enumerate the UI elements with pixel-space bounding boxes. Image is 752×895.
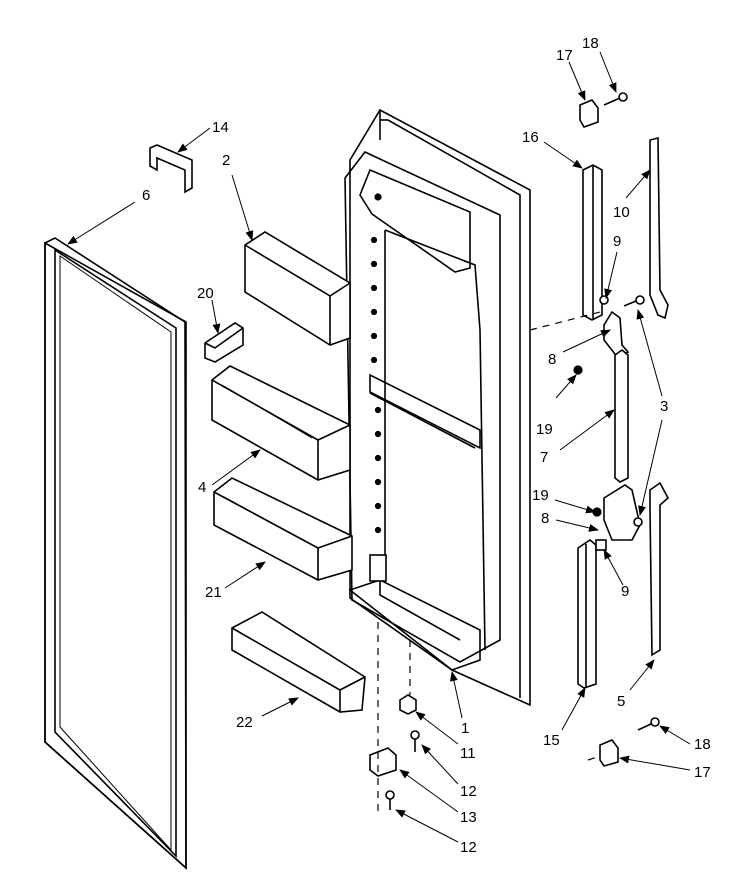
alignment-lines xyxy=(377,311,601,815)
door-gasket-part-6 xyxy=(44,237,187,870)
leader-arrows xyxy=(67,51,691,843)
trim-part-15 xyxy=(577,539,597,689)
screw-part-9-upper xyxy=(599,295,609,305)
callout-13: 13 xyxy=(460,809,477,826)
callout-2: 2 xyxy=(222,152,230,169)
clip-part-20 xyxy=(204,322,244,363)
callout-10: 10 xyxy=(613,204,630,221)
screw-part-12-lower xyxy=(385,790,395,810)
trim-part-7 xyxy=(614,348,629,483)
callout-18-bottom: 18 xyxy=(694,736,711,753)
callout-22: 22 xyxy=(236,714,253,731)
callout-16: 16 xyxy=(522,129,539,146)
callout-19-lower: 19 xyxy=(532,487,549,504)
callout-12-lower: 12 xyxy=(460,839,477,856)
door-bin-part-21 xyxy=(213,477,353,581)
hinge-part-13 xyxy=(369,747,397,777)
shelf-cover-part-2 xyxy=(244,231,351,346)
callout-4: 4 xyxy=(198,479,206,496)
callout-6: 6 xyxy=(142,187,150,204)
callout-20: 20 xyxy=(197,285,214,302)
hinge-cap-part-17-top xyxy=(579,99,599,128)
hinge-pin-part-11 xyxy=(399,694,417,715)
shelf-mount-holes xyxy=(370,236,382,534)
callout-9-lower: 9 xyxy=(621,583,629,600)
screw-part-12-upper xyxy=(410,730,420,752)
callout-17-top: 17 xyxy=(556,47,573,64)
hinge-part-8-upper xyxy=(603,310,630,360)
callout-21: 21 xyxy=(205,584,222,601)
callout-5: 5 xyxy=(617,693,625,710)
screw-part-18-top xyxy=(603,92,628,106)
screw-part-18-bottom xyxy=(637,717,660,731)
callout-8-lower: 8 xyxy=(541,510,549,527)
hinge-cap-part-17-bottom xyxy=(599,739,619,767)
trim-part-10 xyxy=(649,136,669,320)
callout-labels: 14 2 6 20 4 21 22 17 18 16 10 9 8 3 19 7… xyxy=(142,35,711,856)
callout-14: 14 xyxy=(212,119,229,136)
trim-part-5 xyxy=(649,481,670,657)
callout-3: 3 xyxy=(660,398,668,415)
trim-part-16 xyxy=(582,164,603,321)
bracket-part-14 xyxy=(149,144,193,194)
screw-part-3-lower xyxy=(633,517,643,527)
callout-17-bottom: 17 xyxy=(694,764,711,781)
screw-part-19-upper xyxy=(573,365,583,375)
callout-7: 7 xyxy=(540,449,548,466)
callout-9-upper: 9 xyxy=(613,233,621,250)
callout-1: 1 xyxy=(461,720,469,737)
door-assembly xyxy=(344,108,531,707)
door-bin-part-22 xyxy=(231,611,366,713)
callout-12-upper: 12 xyxy=(460,783,477,800)
callout-18-top: 18 xyxy=(582,35,599,52)
callout-8-upper: 8 xyxy=(548,351,556,368)
callout-19-upper: 19 xyxy=(536,421,553,438)
hinge-part-8-lower xyxy=(603,484,641,541)
callout-11: 11 xyxy=(460,745,476,762)
callout-15: 15 xyxy=(543,732,560,749)
screw-part-3-upper xyxy=(623,295,645,307)
door-bin-part-4 xyxy=(211,365,351,481)
screw-part-9-lower xyxy=(595,539,607,551)
